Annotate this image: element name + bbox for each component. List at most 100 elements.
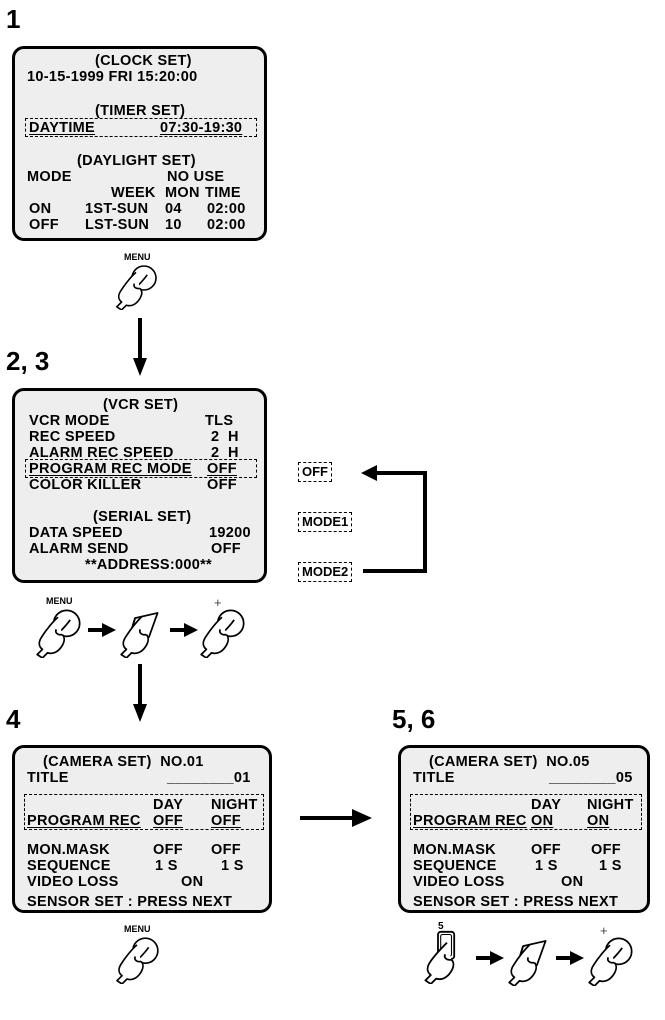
menu-button-label: MENU <box>124 924 151 934</box>
dst-row-week: LST-SUN <box>85 217 150 233</box>
col-mon-header: MON <box>165 185 200 201</box>
program-rec-night: OFF <box>211 813 241 829</box>
sequence-label: SEQUENCE <box>27 858 111 874</box>
camera-set-screen-05: (CAMERA SET) NO.05 TITLE ________05 DAY … <box>398 745 650 913</box>
address-line: **ADDRESS:000** <box>85 557 212 573</box>
program-rec-highlight <box>410 794 642 830</box>
arrow-right-icon <box>476 951 504 965</box>
camera-title-label: TITLE <box>413 770 455 786</box>
mode-option-off: OFF <box>298 462 332 482</box>
dst-row-week: 1ST-SUN <box>85 201 149 217</box>
mode-label: MODE <box>27 169 72 185</box>
timer-value: 07:30-19:30 <box>160 120 243 136</box>
mon-mask-night: OFF <box>591 842 621 858</box>
camera-title-value: ________05 <box>549 770 633 786</box>
daylight-set-heading: (DAYLIGHT SET) <box>77 153 196 169</box>
mode-option-mode1: MODE1 <box>298 512 353 532</box>
hand-press-icon[interactable] <box>112 934 162 984</box>
serial-item-value: OFF <box>211 541 241 557</box>
hand-press-icon[interactable] <box>196 606 248 658</box>
sensor-set-hint: SENSOR SET : PRESS NEXT <box>413 894 619 910</box>
serial-item-value: 19200 <box>209 525 251 541</box>
shuttle-jog-icon[interactable] <box>116 606 168 658</box>
video-loss-value: ON <box>561 874 584 890</box>
mon-mask-day: OFF <box>531 842 561 858</box>
arrow-down-icon <box>133 664 147 722</box>
sequence-day: 1 S <box>155 858 178 874</box>
video-loss-label: VIDEO LOSS <box>27 874 119 890</box>
video-loss-value: ON <box>181 874 204 890</box>
col-week-header: WEEK <box>111 185 156 201</box>
sequence-label: SEQUENCE <box>413 858 497 874</box>
dst-row-mon: 10 <box>165 217 182 233</box>
vcr-item-label: ALARM REC SPEED <box>29 445 174 461</box>
menu-button-label: MENU <box>124 252 151 262</box>
vcr-item-label: REC SPEED <box>29 429 116 445</box>
menu-button-label: MENU <box>46 596 73 606</box>
clock-set-heading: (CLOCK SET) <box>95 53 192 69</box>
hand-press-icon[interactable] <box>112 262 160 310</box>
cycle-arrow-icon <box>361 465 427 573</box>
hand-press-icon[interactable] <box>32 606 84 658</box>
sequence-night: 1 S <box>599 858 622 874</box>
camera-title-value: ________01 <box>167 770 251 786</box>
vcr-set-heading: (VCR SET) <box>103 397 179 413</box>
program-rec-highlight <box>24 794 264 830</box>
col-day-header: DAY <box>153 797 184 813</box>
vcr-item-value: OFF <box>207 477 237 493</box>
plus-button-label: + <box>600 923 608 938</box>
vcr-item-label: VCR MODE <box>29 413 110 429</box>
program-rec-mode-highlight <box>25 459 257 478</box>
timer-set-heading: (TIMER SET) <box>95 103 186 119</box>
camera-set-heading: (CAMERA SET) NO.05 <box>429 754 590 770</box>
step-4-label: 4 <box>6 704 21 734</box>
clock-set-screen: (CLOCK SET) 10-15-1999 FRI 15:20:00 (TIM… <box>12 46 267 241</box>
mon-mask-day: OFF <box>153 842 183 858</box>
program-rec-label: PROGRAM REC <box>27 813 141 829</box>
arrow-right-icon <box>300 809 372 827</box>
col-time-header: TIME <box>205 185 241 201</box>
step-1-label: 1 <box>6 4 21 34</box>
camera-set-screen-01: (CAMERA SET) NO.01 TITLE ________01 DAY … <box>12 745 272 913</box>
col-day-header: DAY <box>531 797 562 813</box>
dst-row-key: ON <box>29 201 52 217</box>
arrow-down-icon <box>133 318 147 376</box>
camera-set-heading: (CAMERA SET) NO.01 <box>43 754 204 770</box>
vcr-item-value: 2 H <box>211 429 239 445</box>
program-rec-label: PROGRAM REC <box>413 813 527 829</box>
step-2-3-label: 2, 3 <box>6 346 50 376</box>
serial-set-heading: (SERIAL SET) <box>93 509 192 525</box>
program-rec-night: ON <box>587 813 610 829</box>
mode-value: NO USE <box>167 169 225 185</box>
number-5-button-label: 5 <box>438 921 444 932</box>
timer-label: DAYTIME <box>29 120 96 136</box>
mon-mask-label: MON.MASK <box>413 842 496 858</box>
camera-title-label: TITLE <box>27 770 69 786</box>
dst-row-mon: 04 <box>165 201 182 217</box>
clock-value: 10-15-1999 FRI 15:20:00 <box>27 69 198 85</box>
serial-item-label: DATA SPEED <box>29 525 123 541</box>
sensor-set-hint: SENSOR SET : PRESS NEXT <box>27 894 233 910</box>
vcr-item-label: COLOR KILLER <box>29 477 142 493</box>
mode-option-mode2: MODE2 <box>298 562 353 582</box>
col-night-header: NIGHT <box>211 797 258 813</box>
hand-press-icon[interactable] <box>584 934 636 986</box>
program-rec-day: OFF <box>153 813 183 829</box>
mon-mask-label: MON.MASK <box>27 842 110 858</box>
program-rec-mode-value: OFF <box>207 461 237 477</box>
vcr-item-value: TLS <box>205 413 234 429</box>
vcr-item-value: 2 H <box>211 445 239 461</box>
sequence-night: 1 S <box>221 858 244 874</box>
col-night-header: NIGHT <box>587 797 634 813</box>
program-rec-day: ON <box>531 813 554 829</box>
serial-item-label: ALARM SEND <box>29 541 129 557</box>
arrow-right-icon <box>170 623 198 637</box>
arrow-right-icon <box>556 951 584 965</box>
sequence-day: 1 S <box>535 858 558 874</box>
shuttle-jog-icon[interactable] <box>504 934 556 986</box>
number-button-icon[interactable] <box>420 930 474 984</box>
vcr-set-screen: (VCR SET) VCR MODE TLS REC SPEED 2 H ALA… <box>12 388 267 583</box>
step-5-6-label: 5, 6 <box>392 704 436 734</box>
arrow-right-icon <box>88 623 116 637</box>
dst-row-time: 02:00 <box>207 201 246 217</box>
